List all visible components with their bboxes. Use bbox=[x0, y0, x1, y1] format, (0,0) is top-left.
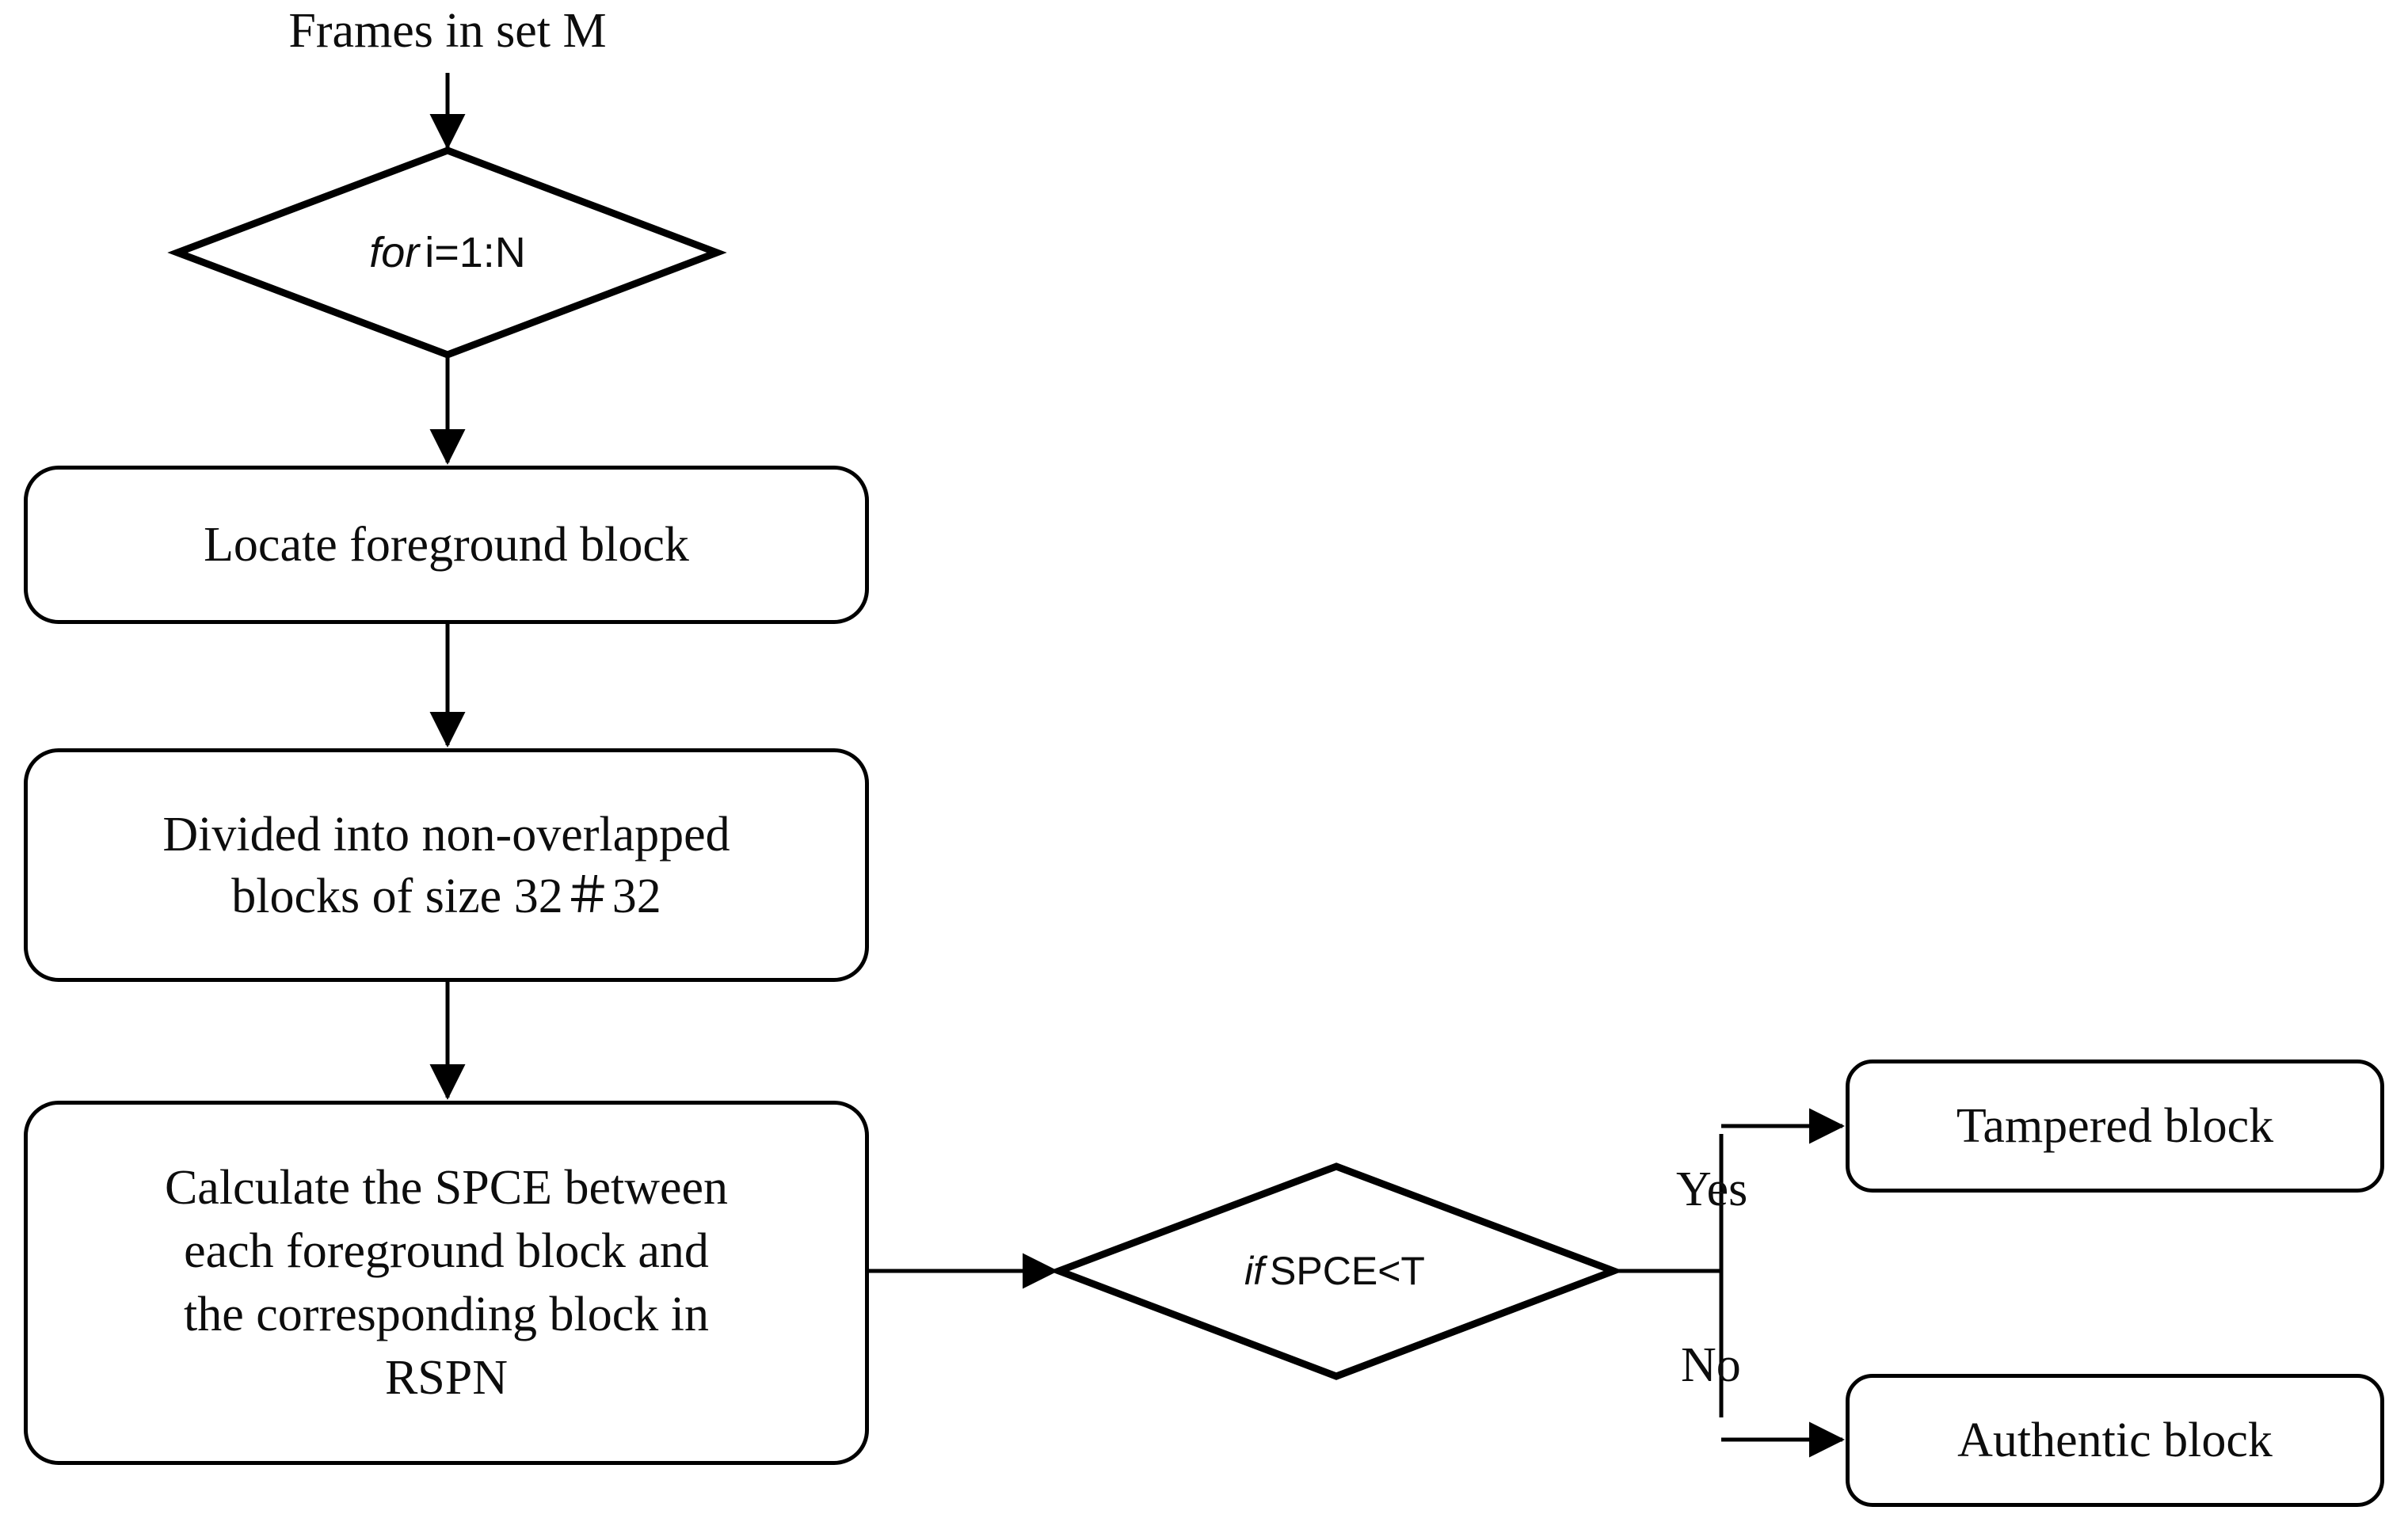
decision-expression: SPCE<T bbox=[1270, 1249, 1425, 1293]
start-label: Frames in set M bbox=[288, 4, 607, 58]
tampered-box-text: Tampered block bbox=[1956, 1099, 2274, 1153]
calculate-box-line-1: Calculate the SPCE between bbox=[164, 1161, 729, 1215]
locate-foreground-block-box: Locate foreground block bbox=[24, 466, 869, 624]
divide-box-text: Divided into non-overlapped blocks of si… bbox=[162, 804, 730, 927]
loop-expression: i=1:N bbox=[425, 229, 526, 276]
decision-keyword: if bbox=[1244, 1249, 1265, 1293]
calculate-box-text: Calculate the SPCE between each foregrou… bbox=[165, 1156, 728, 1410]
loop-keyword: for bbox=[369, 229, 420, 276]
divide-box-line-2: blocks of size 32＃32 bbox=[231, 869, 661, 923]
authentic-box-text: Authentic block bbox=[1957, 1413, 2273, 1467]
calculate-box-line-4: RSPN bbox=[384, 1351, 509, 1405]
calculate-box-line-3: the corresponding block in bbox=[184, 1288, 709, 1341]
calculate-box-line-2: each foreground block and bbox=[184, 1224, 709, 1278]
tampered-block-box: Tampered block bbox=[1846, 1060, 2384, 1193]
yes-branch-label: Yes bbox=[1676, 1162, 1748, 1216]
divide-blocks-box: Divided into non-overlapped blocks of si… bbox=[24, 748, 869, 982]
divide-box-line-1: Divided into non-overlapped bbox=[162, 807, 730, 862]
authentic-block-box: Authentic block bbox=[1846, 1374, 2384, 1507]
calculate-spce-box: Calculate the SPCE between each foregrou… bbox=[24, 1101, 869, 1465]
no-branch-label: No bbox=[1681, 1338, 1741, 1392]
locate-box-text: Locate foreground block bbox=[204, 518, 689, 572]
